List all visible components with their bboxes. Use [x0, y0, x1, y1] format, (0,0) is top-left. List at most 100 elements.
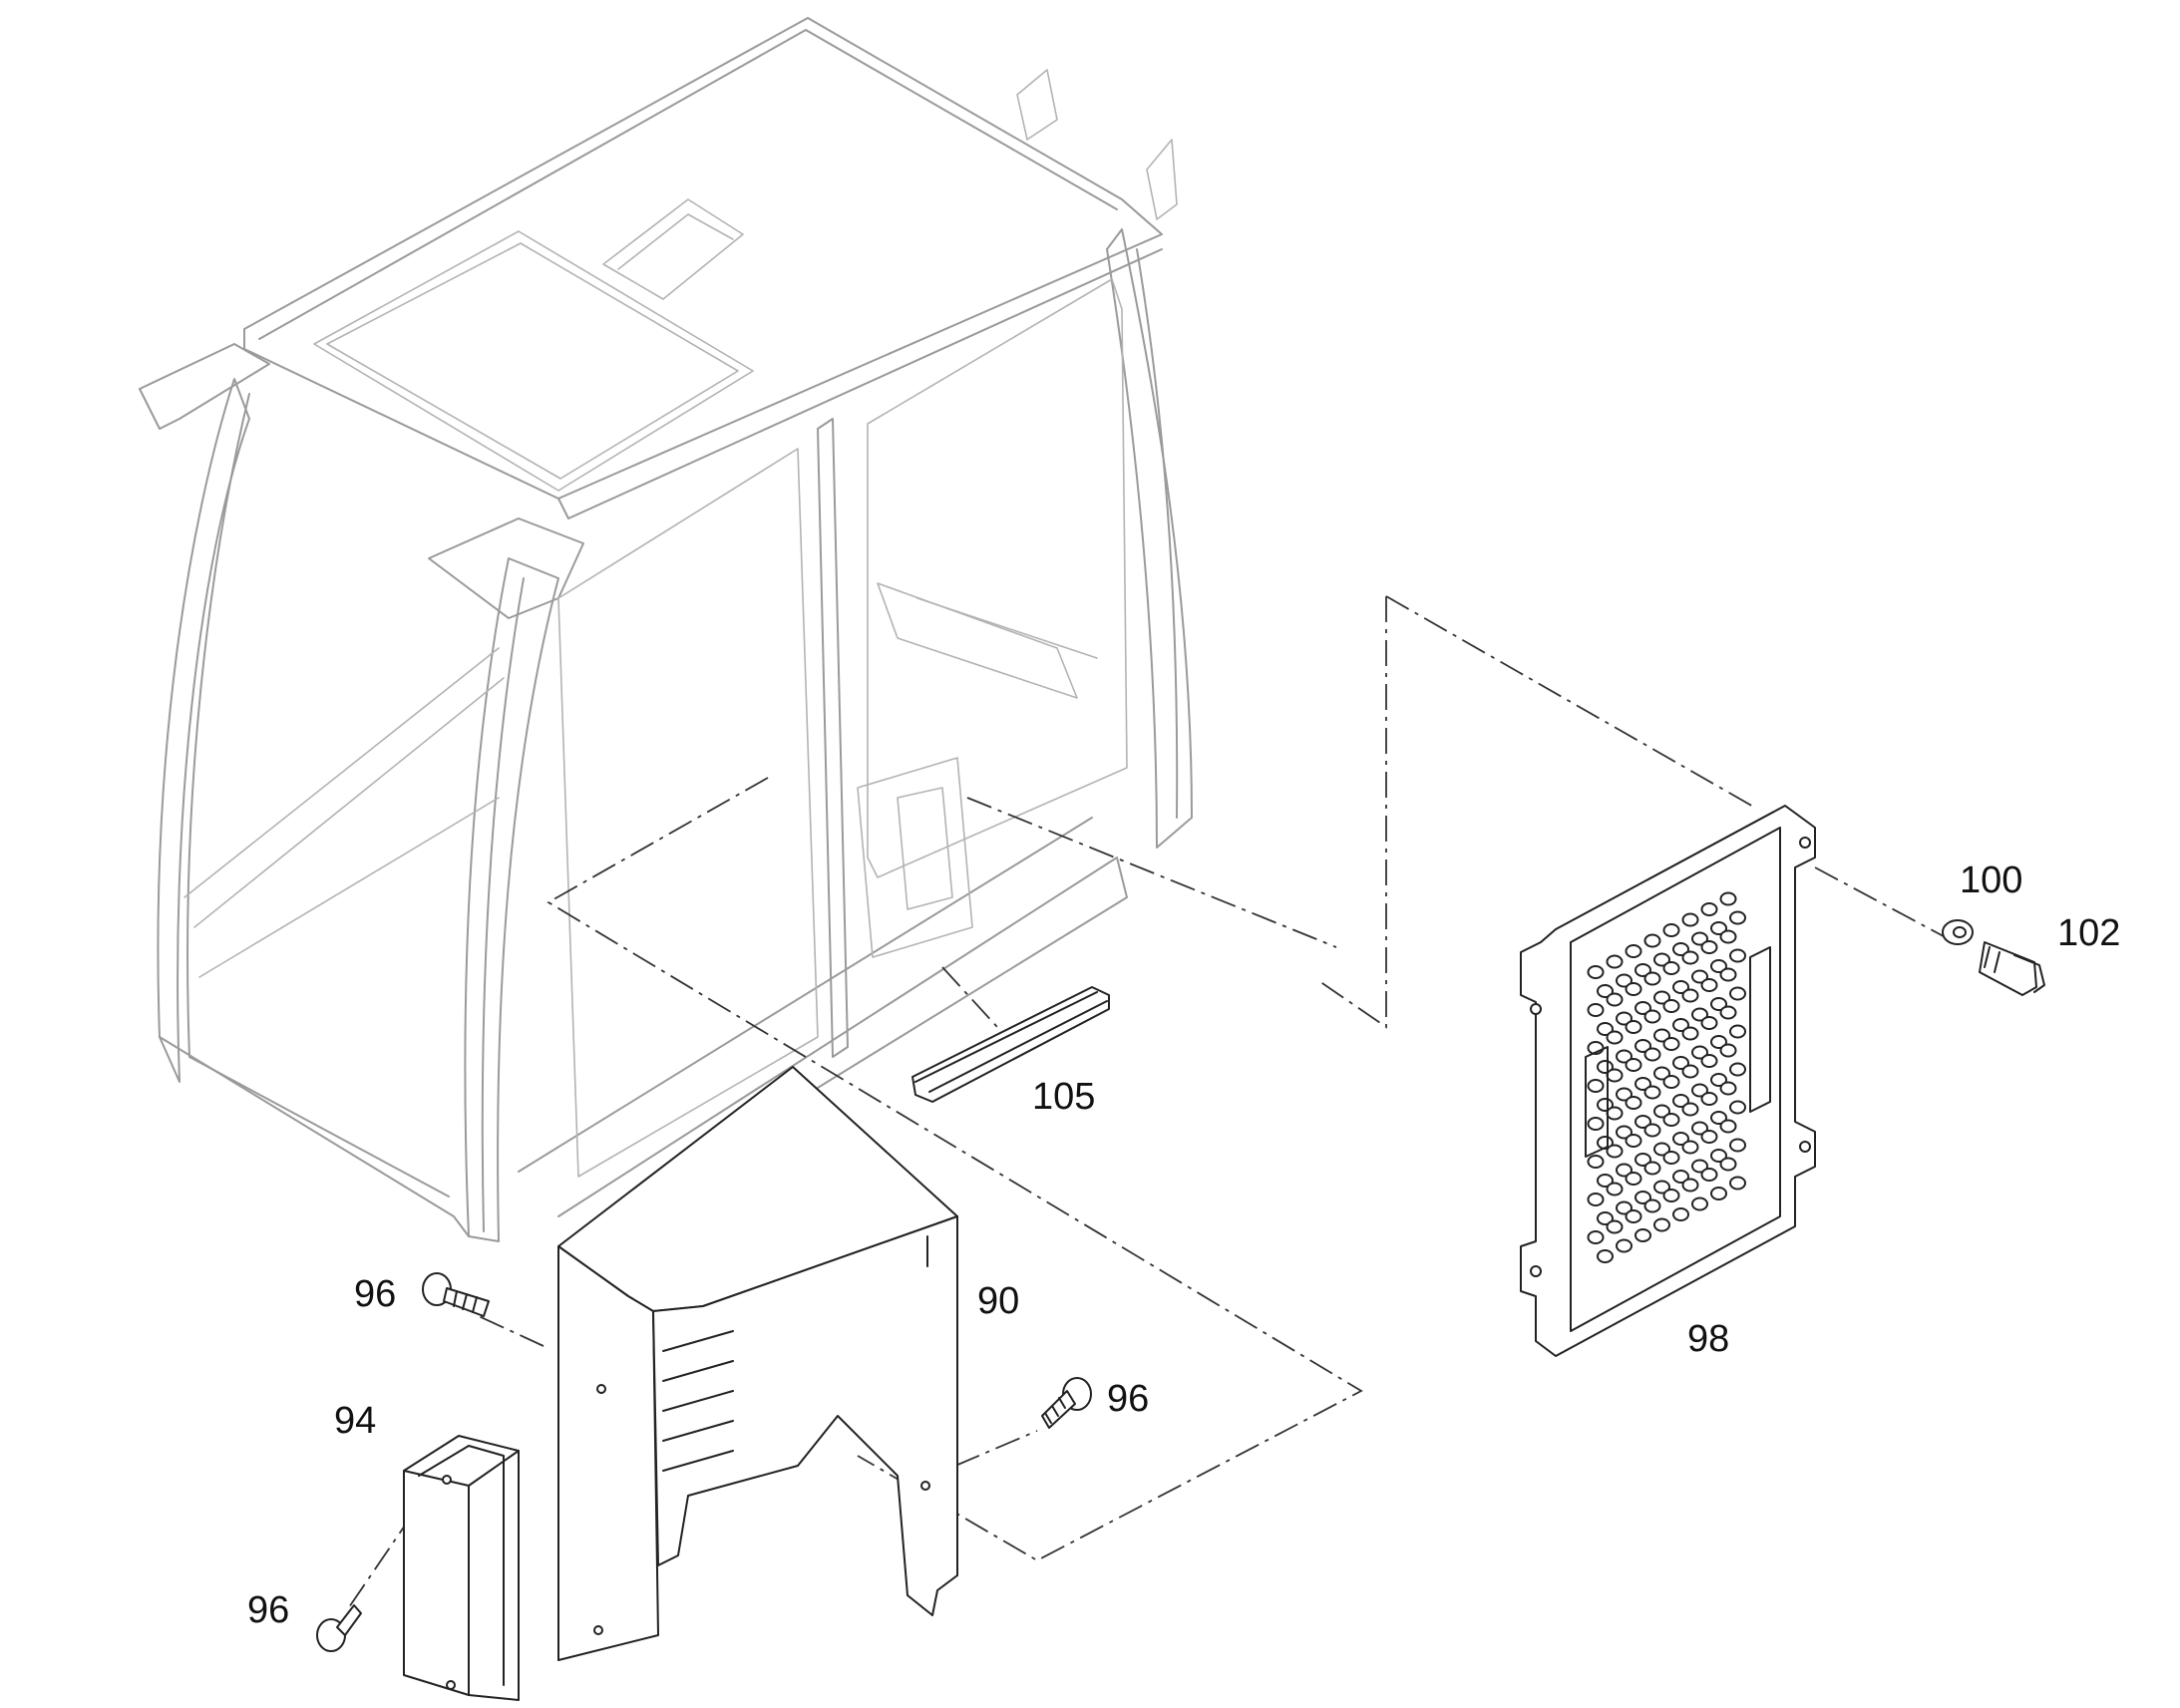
- perforation-hole: [1643, 1161, 1661, 1176]
- perforation-hole: [1635, 1001, 1651, 1015]
- perforation-hole: [1691, 1159, 1708, 1174]
- label-105: 105: [1032, 1076, 1095, 1118]
- perforation-hole: [1672, 980, 1689, 994]
- perforation-hole: [1587, 1003, 1605, 1017]
- label-96-top: 96: [354, 1273, 396, 1315]
- perforation-hole: [1729, 986, 1746, 1001]
- perforation-hole: [1681, 1026, 1699, 1041]
- perforation-hole: [1616, 1049, 1633, 1064]
- perforation-hole: [1653, 1180, 1670, 1195]
- perforation-hole: [1710, 921, 1727, 935]
- perforation-hole: [1606, 1219, 1624, 1234]
- perforation-hole: [1643, 1198, 1661, 1213]
- perforation-hole: [1606, 1106, 1624, 1121]
- perforation-hole: [1719, 1005, 1737, 1020]
- perforation-hole: [1597, 1098, 1614, 1112]
- perforation-hole: [1625, 1172, 1642, 1186]
- perforation-hole: [1681, 988, 1699, 1003]
- perforation-hole: [1719, 1119, 1737, 1134]
- perforation-hole: [1662, 923, 1680, 937]
- perforation-hole: [1719, 1157, 1737, 1172]
- perforation-hole: [1662, 1037, 1680, 1051]
- part-90-cover: [557, 1066, 958, 1661]
- perforation-hole: [1635, 1115, 1651, 1129]
- perforation-hole: [1700, 978, 1718, 992]
- perforation-hole: [1710, 1111, 1727, 1125]
- perforation-hole: [1625, 1209, 1642, 1223]
- perforation-hole: [1719, 929, 1737, 944]
- perforation-hole: [1616, 1163, 1633, 1178]
- perforation-hole: [1606, 1182, 1624, 1196]
- perforation-hole: [1587, 965, 1605, 979]
- perforation-hole: [1653, 1104, 1670, 1119]
- perforation-hole: [1597, 1211, 1614, 1225]
- perforation-hole: [1700, 1016, 1718, 1030]
- perforation-hole: [1597, 984, 1614, 998]
- perforation-hole: [1597, 1249, 1614, 1263]
- part-98-perforated-panel: [1520, 805, 1816, 1357]
- perforation-hole: [1681, 912, 1699, 927]
- perforation-hole: [1625, 1096, 1642, 1110]
- perforation-hole: [1653, 1142, 1670, 1157]
- perforation-hole: [1691, 969, 1708, 984]
- perforation-hole: [1691, 1045, 1708, 1060]
- perforation-hole: [1587, 1155, 1605, 1169]
- perforation-hole: [1653, 1028, 1670, 1043]
- perforation-hole: [1662, 1189, 1680, 1202]
- perforation-hole: [1719, 1081, 1737, 1096]
- perforation-hole: [1643, 1047, 1661, 1062]
- perforation-hole: [1691, 931, 1708, 946]
- perforation-hole: [1597, 1174, 1614, 1188]
- perforation-hole: [1653, 990, 1670, 1005]
- perforation-hole: [1587, 1230, 1605, 1244]
- perforation-hole: [1616, 1200, 1633, 1215]
- perforation-hole: [1672, 942, 1689, 956]
- label-94: 94: [334, 1400, 376, 1442]
- perforation-hole: [1710, 1187, 1727, 1200]
- part-102-bolt: [1979, 941, 2045, 996]
- perforation-hole: [1643, 1123, 1661, 1138]
- perforation-hole: [1662, 1113, 1680, 1127]
- perforation-hole: [1662, 1075, 1680, 1089]
- perforation-hole: [1643, 1085, 1661, 1100]
- perforation-hole: [1700, 1054, 1718, 1068]
- perforation-hole: [1710, 959, 1727, 973]
- perforation-hole: [1700, 940, 1718, 954]
- assembly-lines: [348, 595, 1956, 1608]
- perforation-hole: [1635, 1228, 1651, 1242]
- perforation-hole: [1700, 1092, 1718, 1106]
- label-100: 100: [1960, 859, 2022, 901]
- perforation-hole: [1710, 997, 1727, 1011]
- perforation-hole: [1597, 1060, 1614, 1074]
- part-96-screw-bottom: [316, 1604, 362, 1652]
- perforation-hole: [1691, 1083, 1708, 1098]
- perforation-hole: [1635, 1077, 1651, 1091]
- perforation-hole: [1643, 971, 1661, 986]
- perforation-hole: [1672, 1207, 1689, 1221]
- perforation-hole: [1635, 963, 1651, 977]
- part-100-washer: [1942, 919, 1974, 945]
- perforation-hole: [1729, 1062, 1746, 1077]
- cab-frame: [139, 17, 1193, 1242]
- perforation-hole: [1729, 1138, 1746, 1153]
- perforation-hole: [1700, 902, 1718, 916]
- perforation-hole: [1587, 1193, 1605, 1206]
- perforation-hole: [1710, 1073, 1727, 1087]
- perforation-hole: [1606, 992, 1624, 1007]
- perforation-hole: [1616, 1238, 1633, 1253]
- perforation-hole: [1700, 1130, 1718, 1144]
- perforation-hole: [1625, 1058, 1642, 1072]
- perforation-hole: [1625, 1020, 1642, 1034]
- part-105-seal-strip: [911, 986, 1110, 1103]
- label-90: 90: [977, 1280, 1019, 1322]
- perforation-hole: [1729, 910, 1746, 925]
- perforation-hole: [1625, 1134, 1642, 1148]
- perforation-hole: [1643, 933, 1661, 948]
- perforation-hole: [1691, 1121, 1708, 1136]
- perforation-hole: [1672, 1132, 1689, 1146]
- perforation-hole: [1625, 944, 1642, 958]
- perforation-hole: [1606, 1030, 1624, 1045]
- perforation-hole: [1672, 1170, 1689, 1184]
- part-96-screw-top: [422, 1272, 490, 1317]
